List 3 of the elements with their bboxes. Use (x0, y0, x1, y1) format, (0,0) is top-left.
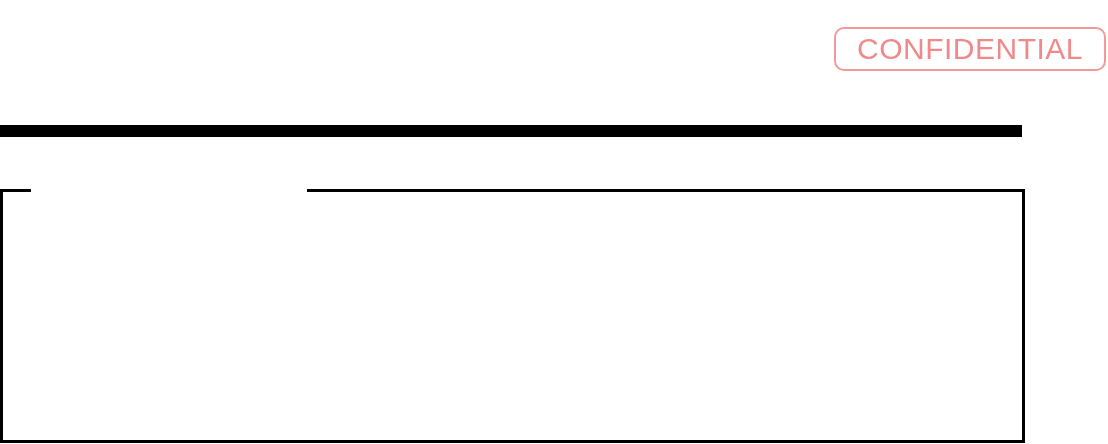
stamp-text: CONFIDENTIAL (857, 34, 1083, 64)
frame-box (0, 189, 1025, 443)
stamp (834, 27, 1106, 71)
